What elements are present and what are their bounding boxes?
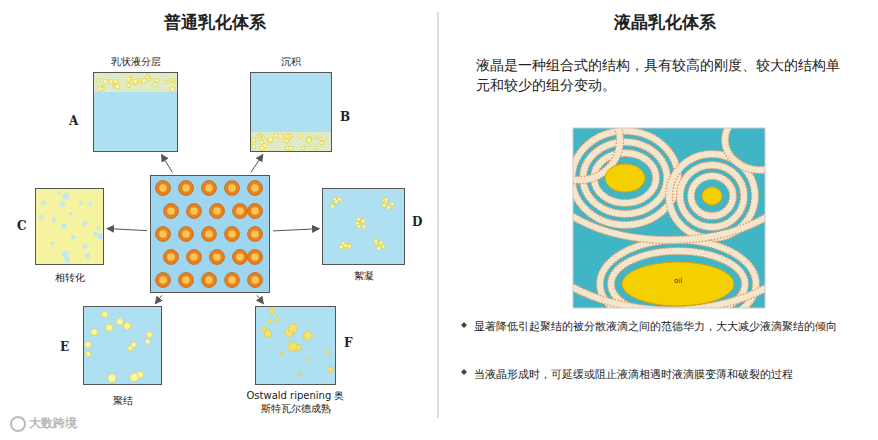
arrow	[107, 229, 147, 231]
caption: 絮凝	[322, 270, 405, 283]
caption: 相转化	[35, 272, 104, 285]
panel-heading: 普通乳化体系	[120, 12, 310, 32]
arrow	[251, 154, 263, 172]
callout-letter: B	[340, 110, 350, 124]
watermark-icon	[11, 417, 25, 431]
arrow	[155, 295, 161, 303]
outcome-box: 沉积B	[250, 72, 332, 152]
box-ground	[83, 306, 162, 385]
divider	[438, 12, 439, 418]
watermark: 大数跨境	[29, 416, 99, 430]
cream-layer	[93, 72, 178, 92]
description: 液晶是一种组合式的结构，具有较高的刚度、较大的结构单元和较少的组分变动。	[476, 56, 846, 95]
outcome-box: 聚结E	[83, 306, 162, 385]
caption: 乳状液分层	[85, 56, 186, 69]
caption: 沉积	[250, 56, 332, 69]
panel-heading: 液晶乳化体系	[565, 12, 765, 32]
callout-letter: D	[412, 215, 422, 229]
outcome-box: Ostwald ripening 奥斯特瓦尔德成熟F	[255, 306, 336, 385]
box-ground	[93, 72, 178, 152]
caption: Ostwald ripening 奥斯特瓦尔德成熟	[245, 390, 346, 415]
bullet-text: 显著降低引起聚结的被分散液滴之间的范德华力，大大减少液滴聚结的倾向	[474, 318, 869, 336]
box-ground	[35, 188, 104, 265]
callout-letter: C	[17, 219, 27, 233]
box-ground	[150, 175, 270, 293]
callout-letter: F	[344, 336, 353, 350]
bullet-text: 当液晶形成时，可延缓或阻止液滴相遇时液滴膜变薄和破裂的过程	[474, 366, 869, 384]
sediment-layer	[250, 132, 332, 152]
bullet-symbol	[461, 322, 467, 375]
callout-letter: E	[60, 340, 69, 354]
box-ground	[250, 72, 332, 152]
arrow	[161, 155, 172, 173]
callout-letter: A	[69, 114, 78, 128]
outcome-box: 乳状液分层A	[93, 72, 178, 152]
box-ground	[255, 306, 336, 385]
emulsion-box	[150, 175, 270, 293]
oil-label: oil	[666, 277, 690, 285]
liquid-crystal-figure	[573, 128, 765, 308]
outcome-box: 絮凝D	[322, 188, 405, 265]
box-ground	[322, 188, 405, 265]
arrow	[257, 295, 263, 303]
outcome-box: 相转化C	[35, 188, 104, 265]
arrow	[273, 229, 319, 231]
caption: 聚结	[83, 395, 162, 408]
